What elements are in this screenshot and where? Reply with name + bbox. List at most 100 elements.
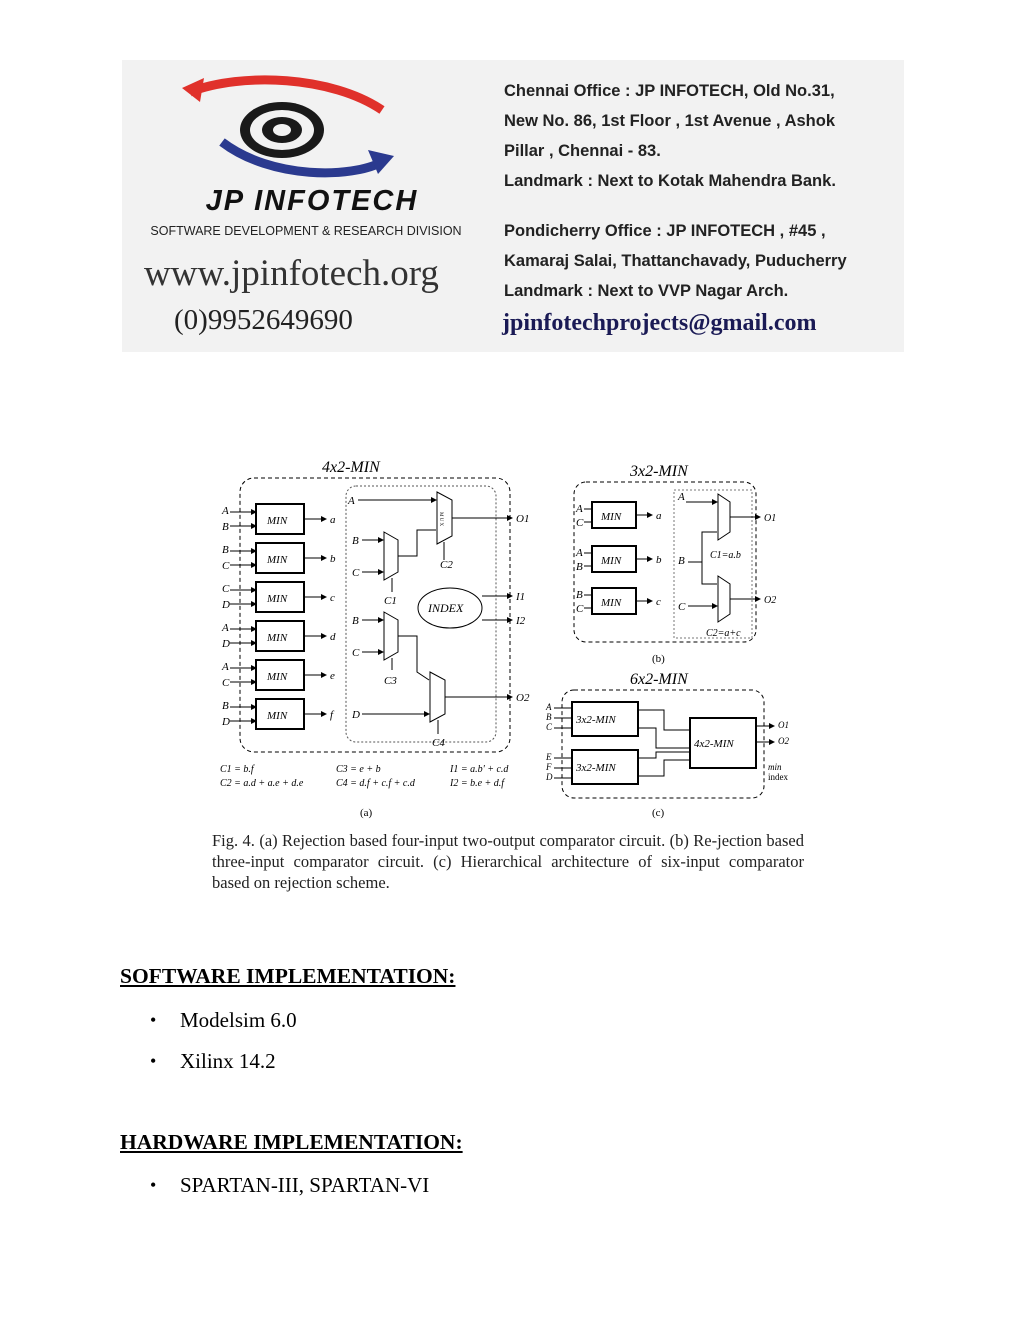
fig-a-output: O1 <box>516 513 529 525</box>
min-label: MIN <box>266 671 288 683</box>
fig-c-input: C <box>546 722 553 732</box>
fig-c-sublabel: (c) <box>652 807 665 819</box>
pondy-line: Kamaraj Salai, Thattanchavady, Puducherr… <box>504 252 847 270</box>
fig-a-title: 4x2-MIN <box>322 459 381 476</box>
min-input: A <box>575 503 583 515</box>
equation: C1 = b.f <box>220 764 255 775</box>
company-name: JP INFOTECH <box>205 185 419 217</box>
chennai-address: Chennai Office : JP INFOTECH, Old No.31,… <box>504 76 836 196</box>
mux-input: C <box>352 647 360 659</box>
mux-glyph: M U X <box>438 512 443 527</box>
pondy-line: Pondicherry Office : JP INFOTECH , #45 , <box>504 222 826 240</box>
fig-a-equations: C1 = b.f C2 = a.d + a.e + d.e C3 = e + b… <box>220 764 509 789</box>
fig-c-output: O2 <box>778 736 789 746</box>
fig-c-title: 6x2-MIN <box>630 671 689 688</box>
fig-c-output: index <box>768 772 788 782</box>
comparator-figure: 4x2-MIN MIN A B a MIN B C b MIN C <box>220 459 789 819</box>
company-email: jpinfotechprojects@gmail.com <box>502 310 817 336</box>
software-heading: SOFTWARE IMPLEMENTATION: <box>120 964 456 988</box>
fig-c-input: F <box>545 762 552 772</box>
hardware-list: • SPARTAN-III, SPARTAN-VI <box>140 1165 429 1206</box>
fig-b-min-blocks: MIN A C a MIN A B b MIN B C c <box>575 501 662 615</box>
fig-c-block-label: 3x2-MIN <box>575 714 616 726</box>
min-input: C <box>222 583 230 595</box>
mux-input: C <box>678 601 686 613</box>
mux-select: C1 <box>384 595 397 607</box>
fig-a-output: I1 <box>515 591 525 603</box>
list-item-text: SPARTAN-III, SPARTAN-VI <box>180 1173 430 1197</box>
equation: I1 = a.b' + c.d <box>449 764 509 775</box>
min-input: C <box>222 560 230 572</box>
fig-c-block-label: 4x2-MIN <box>694 738 734 750</box>
min-input: B <box>222 544 229 556</box>
min-output: a <box>656 510 662 522</box>
company-division: SOFTWARE DEVELOPMENT & RESEARCH DIVISION <box>150 224 462 238</box>
min-input: B <box>576 561 583 573</box>
header-banner: JP INFOTECH SOFTWARE DEVELOPMENT & RESEA… <box>122 60 904 352</box>
mux-select: C4 <box>432 737 445 749</box>
chennai-line: Pillar , Chennai - 83. <box>504 142 661 160</box>
min-label: MIN <box>266 632 288 644</box>
index-block-label: INDEX <box>427 601 464 615</box>
mux-select: C3 <box>384 675 397 687</box>
bullet: • <box>150 1051 157 1071</box>
company-phone: (0)9952649690 <box>174 304 353 336</box>
fig-c-block-label: 3x2-MIN <box>575 762 616 774</box>
equation: C4 = d.f + c.f + c.d <box>336 778 416 789</box>
bullet: • <box>150 1175 157 1195</box>
list-item: • Xilinx 14.2 <box>140 1041 297 1082</box>
fig-b-sublabel: (b) <box>652 653 665 665</box>
pondy-line: Landmark : Next to VVP Nagar Arch. <box>504 282 789 300</box>
hardware-heading: HARDWARE IMPLEMENTATION: <box>120 1130 463 1154</box>
min-label: MIN <box>266 515 288 527</box>
mux-select: C2 <box>440 559 453 571</box>
fig-c-input: B <box>546 712 552 722</box>
min-output: c <box>330 592 335 604</box>
min-output: d <box>330 631 336 643</box>
min-label: MIN <box>600 511 622 523</box>
min-output: f <box>330 709 335 721</box>
min-input: C <box>576 603 584 615</box>
mux-select: C1=a.b <box>710 550 741 561</box>
fig-c-input: D <box>545 772 553 782</box>
mux-input: B <box>678 555 685 567</box>
list-item-text: Xilinx 14.2 <box>180 1049 276 1073</box>
min-input: D <box>221 599 230 611</box>
min-output: a <box>330 514 336 526</box>
fig-b-output: O2 <box>764 595 776 606</box>
fig-c-output: min <box>768 762 782 772</box>
min-output: b <box>330 553 336 565</box>
min-input: B <box>222 521 229 533</box>
fig-a-output: I2 <box>515 615 526 627</box>
mux-input: A <box>677 491 685 503</box>
mux-input: B <box>352 615 359 627</box>
list-item: • Modelsim 6.0 <box>140 1000 297 1041</box>
pondicherry-address: Pondicherry Office : JP INFOTECH , #45 ,… <box>504 216 847 306</box>
min-output: e <box>330 670 335 682</box>
min-input: C <box>222 677 230 689</box>
min-label: MIN <box>600 555 622 567</box>
jp-infotech-logo <box>182 75 394 178</box>
min-input: B <box>576 589 583 601</box>
fig-b-output: O1 <box>764 513 776 524</box>
fig-a-output: O2 <box>516 692 530 704</box>
min-input: B <box>222 700 229 712</box>
list-item: • SPARTAN-III, SPARTAN-VI <box>140 1165 429 1206</box>
min-label: MIN <box>266 593 288 605</box>
min-input: A <box>221 661 229 673</box>
mux-select: C2=a+c <box>706 628 741 639</box>
fig-c-output: O1 <box>778 720 789 730</box>
equation: I2 = b.e + d.f <box>449 778 505 789</box>
company-website: www.jpinfotech.org <box>144 253 439 294</box>
min-input: A <box>221 505 229 517</box>
min-input: A <box>575 547 583 559</box>
fig-a-muxes <box>358 491 513 734</box>
mux-input: C <box>352 567 360 579</box>
fig-c-input: E <box>545 752 552 762</box>
chennai-line: Chennai Office : JP INFOTECH, Old No.31, <box>504 82 835 100</box>
min-input: C <box>576 517 584 529</box>
min-label: MIN <box>266 554 288 566</box>
equation: C3 = e + b <box>336 764 381 775</box>
fig-c-input: A <box>545 702 552 712</box>
min-output: c <box>656 596 661 608</box>
